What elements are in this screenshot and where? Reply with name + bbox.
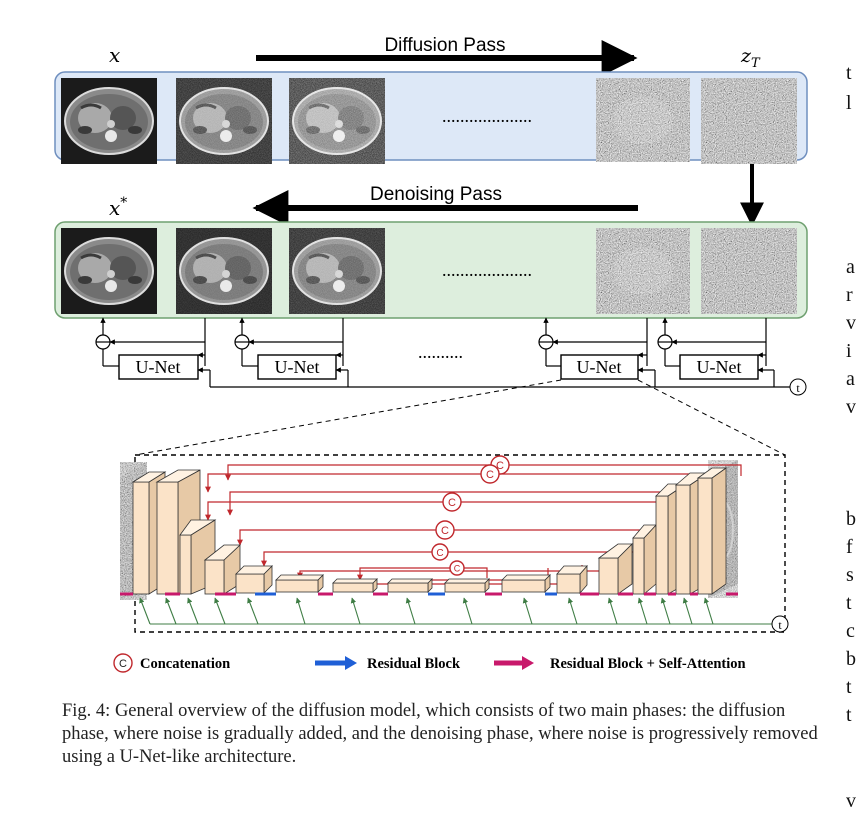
time-label-top: t [796,381,800,395]
svg-text:C: C [454,564,461,574]
svg-text:C: C [436,548,443,559]
concat-c-4 [435,520,455,540]
right-column-text: t l a r v i a v b f s t c b t t v [846,0,868,821]
unet-box-3 [560,354,639,380]
diffusion-image-3 [287,76,387,166]
concat-c-5 [431,543,449,561]
unet-ellipsis: .......... [418,342,463,362]
dec-block-2 [556,564,588,595]
concat-c-2 [480,464,500,484]
concat-markers: C C C C C C [431,455,510,576]
right-letter: t [846,676,852,698]
right-letter: l [846,92,852,114]
diffusion-image-zT [701,78,797,164]
svg-text:C: C [486,469,494,481]
right-letter: c [846,620,855,642]
unet-label-2: U-Net [275,357,320,377]
time-input-top [789,378,807,396]
denoised-image-3 [287,226,387,316]
right-letter: t [846,704,852,726]
enc-block-5 [235,565,273,594]
xstar-label: x* [109,195,127,220]
x-label: x [109,43,120,67]
svg-text:C: C [119,658,127,670]
zT-label: zT [740,45,761,71]
svg-text:C: C [448,497,456,509]
figure-caption: Fig. 4: General overview of the diffusio… [62,701,818,767]
right-letter: v [846,396,856,418]
legend-attention-label: Residual Block + Self-Attention [550,656,746,672]
diffusion-diagram: x Diffusion Pass zT ....................… [54,35,808,673]
dec-block-4 [632,523,657,595]
right-letter: v [846,312,856,334]
unet-box-1 [118,354,199,380]
time-label-bottom: t [778,618,782,632]
right-letter: b [846,648,856,670]
right-letter: r [846,284,853,306]
legend-concat-icon [113,653,133,673]
right-letter: a [846,368,855,390]
unet-row [95,317,790,388]
time-input-bottom [771,615,789,633]
svg-text:C: C [441,525,449,537]
unet-label-1: U-Net [136,357,181,377]
denoised-image-zT [701,228,797,314]
diffusion-image-x [59,76,159,166]
right-letter: t [846,62,852,84]
time-embedding [139,597,774,625]
mid-block-1 [332,578,378,593]
diffusion-ellipsis: .................... [442,106,532,126]
right-letter: s [846,564,854,586]
dec-block-1 [501,574,551,593]
unet-blocks [131,467,728,595]
concat-c-6 [449,560,465,576]
denoising-pass-label: Denoising Pass [370,184,502,205]
right-letter: b [846,508,856,530]
denoising-ellipsis: .................... [442,260,532,280]
diffusion-image-noisy [596,78,690,162]
mid-block-2 [387,578,433,593]
denoised-image-2 [174,226,274,316]
unet-box-4 [679,354,759,380]
legend-concatenation-label: Concatenation [140,656,230,672]
enc-block-6 [275,574,324,593]
diffusion-panel [54,71,808,161]
mid-block-3 [444,578,490,593]
right-letter: a [846,256,855,278]
legend-residual-label: Residual Block [367,656,461,672]
dec-block-3 [597,543,633,595]
right-letter: t [846,592,852,614]
unet-label-4: U-Net [697,357,742,377]
concat-c-3 [442,492,462,512]
denoised-image-noisy [596,228,690,314]
right-letter: f [846,536,853,558]
denoising-panel [54,221,808,319]
unet-box-2 [257,354,337,380]
diffusion-image-2 [174,76,274,166]
right-letter: v [846,790,856,812]
svg-text:C: C [496,460,504,472]
dec-block-7 [696,467,728,595]
zoom-line-right [637,379,786,456]
denoised-image-xstar [59,226,159,316]
right-letter: i [846,340,852,362]
unet-label-3: U-Net [577,357,622,377]
zoom-line-left [134,379,562,456]
legend: C Concatenation Residual Block Residual … [113,653,746,673]
diffusion-pass-label: Diffusion Pass [384,35,505,56]
